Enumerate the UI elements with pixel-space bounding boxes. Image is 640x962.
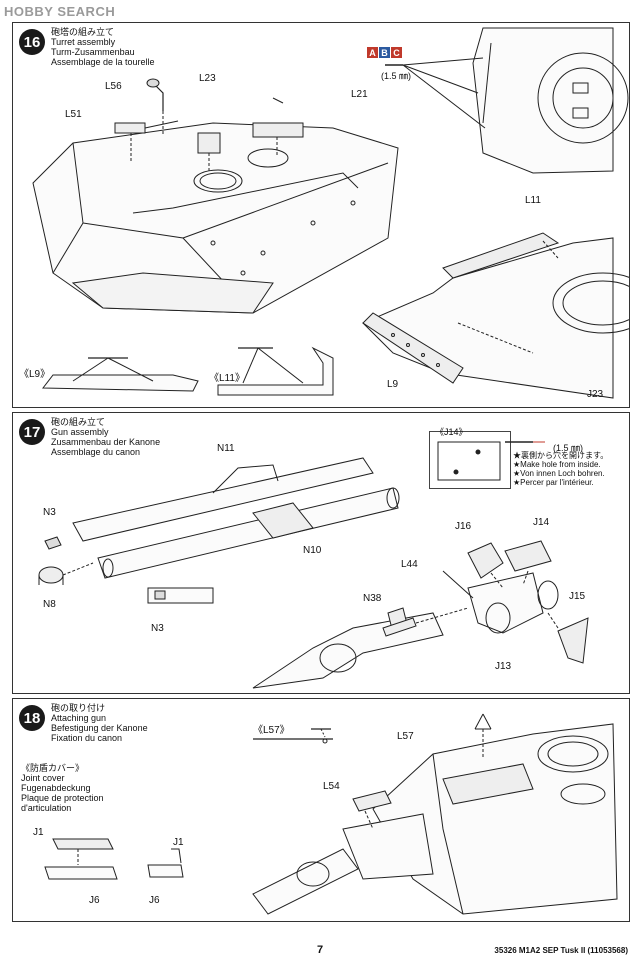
part-label-l23: L23 xyxy=(199,73,216,84)
gun-assembly-illustration xyxy=(38,457,589,689)
joint-cover-subtitles: 《防盾カバー》 Joint cover Fugenabdeckung Plaqu… xyxy=(21,763,104,813)
part-label-j16: J16 xyxy=(455,521,472,532)
drill-size: (1.5 ㎜) xyxy=(553,443,584,453)
title-en: Gun assembly xyxy=(51,427,109,437)
step-number-badge: 16 xyxy=(19,29,45,55)
title-fr: Fixation du canon xyxy=(51,733,123,743)
step-18-panel: 18 砲の取り付け Attaching gun Befestigung der … xyxy=(12,698,630,922)
part-label-l56: L56 xyxy=(105,81,122,92)
note-jp: ★裏側から穴を開けます。 xyxy=(513,451,609,460)
part-label-n8: N8 xyxy=(43,599,56,610)
drill-letter-b: B xyxy=(379,47,390,58)
part-label-l57: L57 xyxy=(397,731,414,742)
part-label-l9: L9 xyxy=(387,379,399,390)
title-de: Zusammenbau der Kanone xyxy=(51,437,161,447)
drill-size: (1.5 ㎜) xyxy=(381,71,412,81)
j14-inset xyxy=(429,431,511,489)
drill-letter-badges: A B C xyxy=(367,47,402,58)
step-number-badge: 17 xyxy=(19,419,45,445)
title-fr: Assemblage du canon xyxy=(51,447,141,457)
step-16-panel: 16 砲塔の組み立て Turret assembly Turm-Zusammen… xyxy=(12,22,630,408)
part-label-l21: L21 xyxy=(351,89,368,100)
note-fr: ★Percer par l'intérieur. xyxy=(513,478,594,487)
drill-notes: ★裏側から穴を開けます。 ★Make hole from inside. ★Vo… xyxy=(513,451,608,487)
part-label-j23: J23 xyxy=(587,389,604,400)
part-label-n3: N3 xyxy=(43,507,56,518)
part-label-l54: L54 xyxy=(323,781,340,792)
part-label-l11: L11 xyxy=(525,195,541,206)
part-label-j6: J6 xyxy=(89,895,100,906)
title-de: Befestigung der Kanone xyxy=(51,723,148,733)
step-number-badge: 18 xyxy=(19,705,45,731)
j14-inset-title: 《J14》 xyxy=(435,427,468,437)
part-label-j15: J15 xyxy=(569,591,586,602)
note-en: ★Make hole from inside. xyxy=(513,460,601,469)
callout-l9: 《L9》 xyxy=(19,369,51,380)
page-number: 7 xyxy=(316,944,324,956)
subtitle-de: Fugenabdeckung xyxy=(21,783,91,793)
title-en: Turret assembly xyxy=(51,37,116,47)
subtitle-fr-2: d'articulation xyxy=(21,803,72,813)
title-jp: 砲の取り付け xyxy=(51,703,106,713)
part-label-j13: J13 xyxy=(495,661,512,672)
attaching-gun-illustration xyxy=(44,713,618,915)
subtitle-fr: Plaque de protection xyxy=(21,793,104,803)
callout-l11: 《L11》 xyxy=(209,373,245,384)
step-17-panel: 17 砲の組み立て Gun assembly Zusammenbau der K… xyxy=(12,412,630,694)
part-label-n38: N38 xyxy=(363,593,382,604)
step-titles: 砲の組み立て Gun assembly Zusammenbau der Kano… xyxy=(51,417,160,457)
part-label-n11: N11 xyxy=(217,443,235,454)
drill-bit-icon xyxy=(505,441,545,443)
drill-letter-c: C xyxy=(391,47,402,58)
drill-letter-a: A xyxy=(367,47,378,58)
title-de: Turm-Zusammenbau xyxy=(51,47,135,57)
part-label-j1: J1 xyxy=(33,827,44,838)
part-label-l51: L51 xyxy=(65,109,82,120)
subtitle-en: Joint cover xyxy=(21,773,65,783)
part-label-j14: J14 xyxy=(533,517,550,528)
part-label-l44: L44 xyxy=(401,559,418,570)
title-jp: 砲の組み立て xyxy=(51,417,106,427)
title-jp: 砲塔の組み立て xyxy=(51,27,115,37)
step-titles: 砲塔の組み立て Turret assembly Turm-Zusammenbau… xyxy=(51,27,155,67)
j14-inset-drawing xyxy=(437,441,501,481)
part-label-j1-detail: J1 xyxy=(173,837,184,848)
title-fr: Assemblage de la tourelle xyxy=(51,57,155,67)
part-label-n3-detail: N3 xyxy=(151,623,164,634)
step-titles: 砲の取り付け Attaching gun Befestigung der Kan… xyxy=(51,703,148,743)
callout-l57: 《L57》 xyxy=(253,725,290,736)
subtitle-jp: 《防盾カバー》 xyxy=(21,763,85,773)
note-de: ★Von innen Loch bohren. xyxy=(513,469,605,478)
product-code: 35326 M1A2 SEP Tusk II (11053568) xyxy=(494,946,628,955)
watermark: HOBBY SEARCH xyxy=(4,4,116,19)
part-label-n10: N10 xyxy=(303,545,322,556)
turret-assembly-illustration xyxy=(32,27,629,399)
title-en: Attaching gun xyxy=(51,713,107,723)
part-label-j6-detail: J6 xyxy=(149,895,160,906)
